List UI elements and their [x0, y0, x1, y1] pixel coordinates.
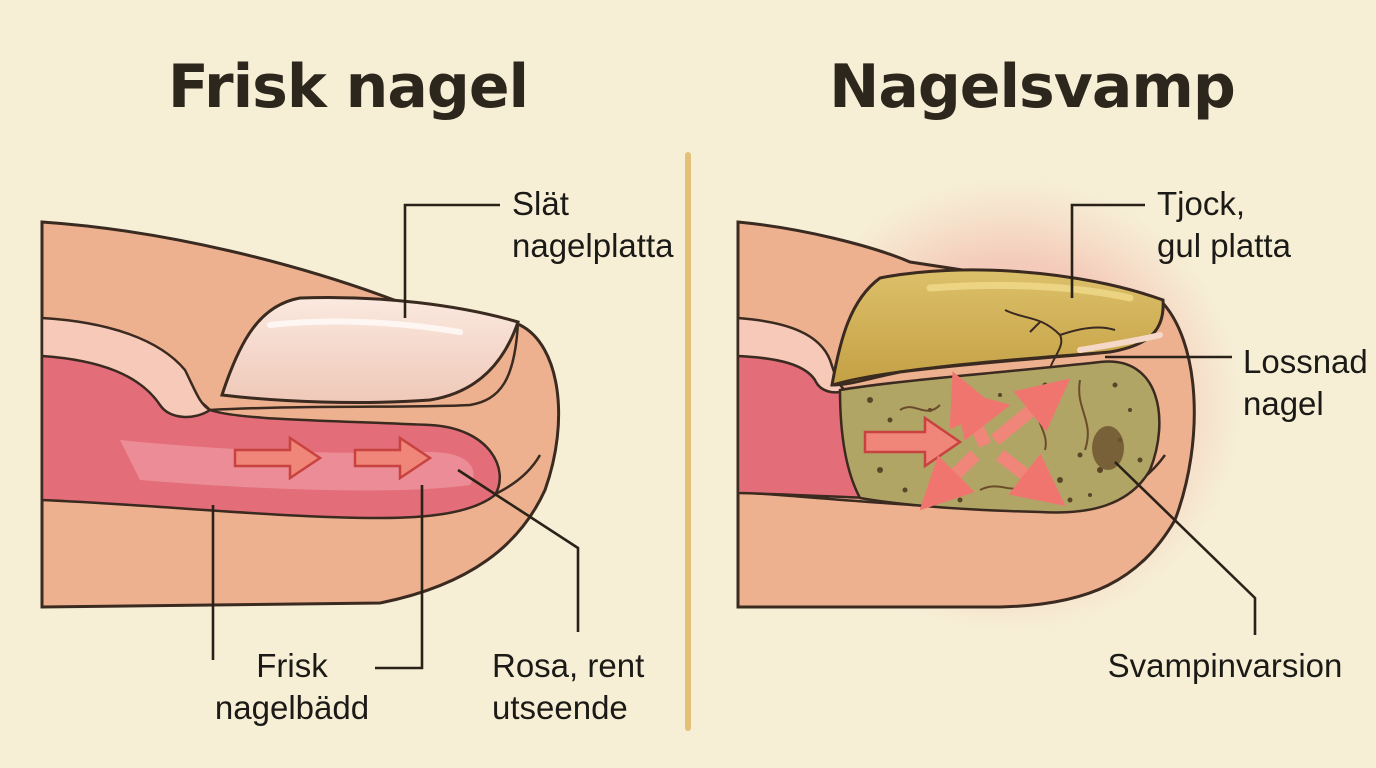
plate-cracks — [1004, 309, 1116, 369]
healthy-flow-arrow-1 — [233, 435, 323, 481]
label-smooth-plate-line2: nagelplatta — [512, 227, 674, 264]
spread-arrow-horizontal — [863, 415, 963, 469]
infected-finger — [736, 175, 1245, 635]
spread-arrow-down-right — [996, 449, 1066, 506]
leader-fungal — [1114, 461, 1257, 635]
leader-thick-plate — [1070, 203, 1145, 298]
detached-gap — [1077, 332, 1163, 353]
leader-smooth-plate — [403, 203, 500, 318]
fungal-spread-arrows — [863, 371, 1071, 511]
label-pink-clean-line2: utseende — [492, 689, 628, 726]
spread-arrow-down-left — [919, 450, 980, 511]
label-smooth-plate: Slät — [512, 185, 569, 222]
spread-arrow-right — [954, 389, 1011, 441]
infected-nail-plate-underside — [831, 350, 1111, 387]
label-detached-line2: nagel — [1243, 385, 1324, 422]
healthy-finger — [40, 220, 561, 609]
label-pink-clean: Rosa, rent — [492, 647, 644, 684]
label-healthy-bed-line2: nagelbädd — [215, 689, 369, 726]
healthy-flow-arrow-2 — [353, 435, 433, 481]
right-title: Nagelsvamp — [829, 52, 1235, 122]
leader-healthy-bed-2 — [375, 485, 424, 670]
left-title: Frisk nagel — [168, 52, 528, 122]
fungal-dark-patch — [1092, 426, 1124, 470]
healthy-nail-underside — [209, 321, 520, 412]
label-fungal: Svampinvarsion — [1108, 647, 1343, 684]
healthy-nail-shine — [267, 318, 463, 335]
label-healthy-bed: Frisk — [256, 647, 328, 684]
label-thick-plate-line2: gul platta — [1157, 227, 1292, 264]
infected-nail-shine — [926, 281, 1134, 302]
leader-pink-clean — [457, 468, 580, 632]
label-detached: Lossnad — [1243, 343, 1368, 380]
label-thick-plate: Tjock, — [1157, 185, 1245, 222]
